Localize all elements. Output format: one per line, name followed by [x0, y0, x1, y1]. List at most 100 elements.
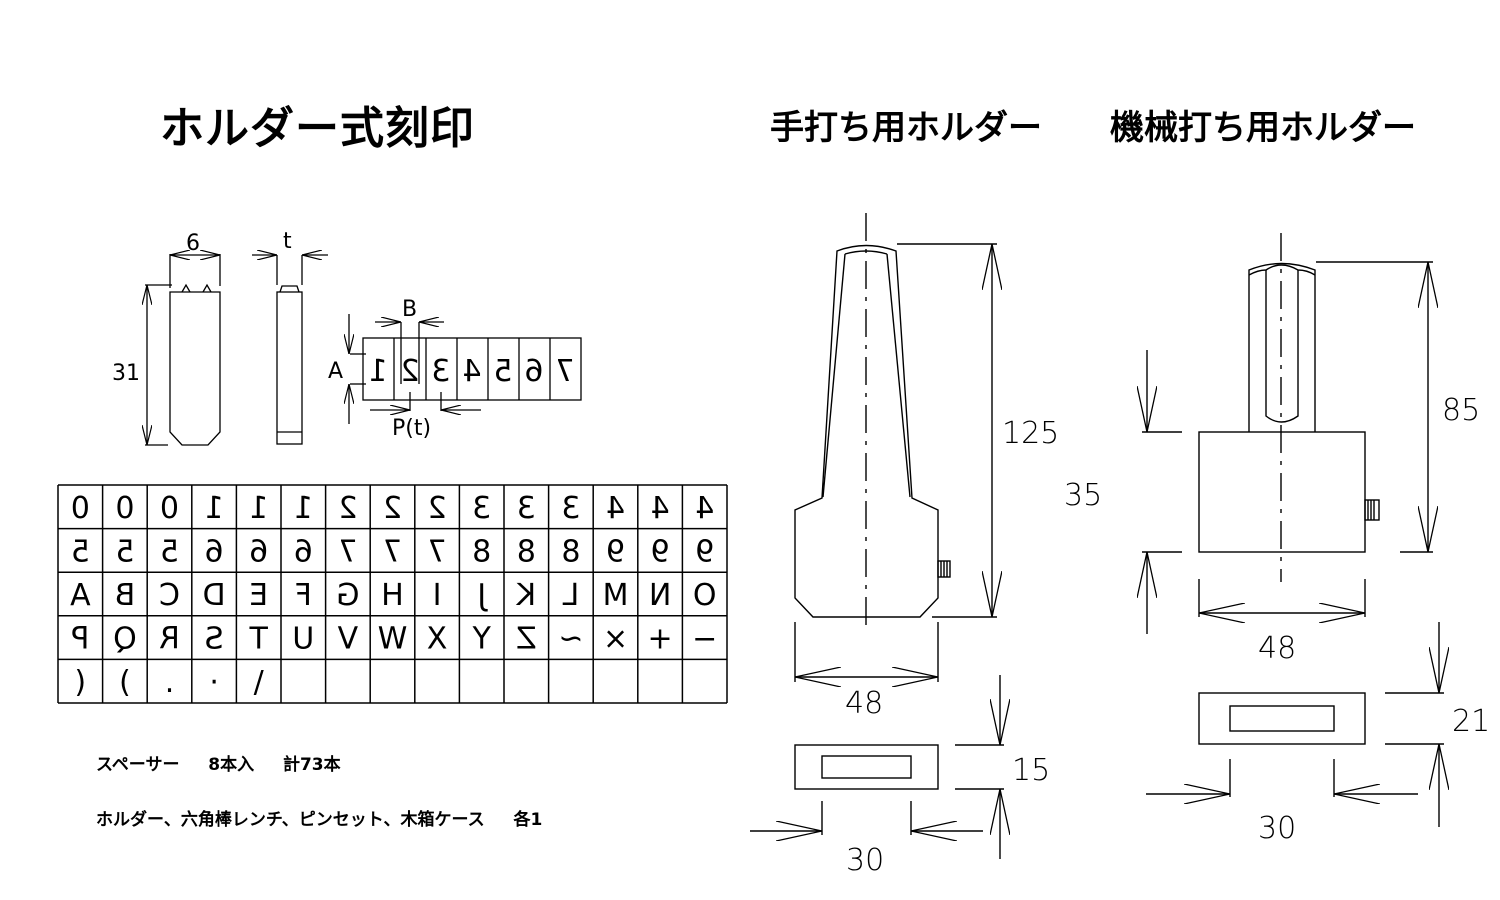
grid-character: 8 [561, 534, 580, 569]
strip-characters: 1 2 3 4 5 6 7 [368, 354, 574, 389]
grid-character: T [249, 622, 269, 657]
page-title: ホルダー式刻印 [160, 103, 475, 154]
grid-character: 8 [517, 534, 536, 569]
grid-character: 0 [71, 491, 90, 526]
hand-holder-width-label: 48 [845, 686, 883, 721]
grid-character: 7 [338, 534, 357, 569]
grid-character: Z [516, 622, 537, 657]
grid-character: 0 [115, 491, 134, 526]
machine-holder-width-label: 48 [1258, 631, 1296, 666]
grid-character: B [115, 578, 136, 613]
machine-holder-bottom-view [1146, 622, 1444, 827]
strip-char: 6 [524, 354, 543, 389]
accessories-note: ホルダー、六角棒レンチ、ピンセット、木箱ケース 各1 [96, 810, 543, 830]
grid-character: G [336, 578, 359, 613]
grid-character: 3 [472, 491, 491, 526]
grid-character: ( [74, 665, 86, 700]
grid-character: F [295, 578, 312, 613]
grid-character: Q [113, 622, 137, 657]
grid-character: R [159, 622, 180, 657]
grid-character: V [337, 622, 358, 657]
machine-holder-slot-label: 30 [1258, 811, 1296, 846]
machine-holder-front-view [1142, 233, 1433, 634]
stamp-height-label: 31 [112, 361, 140, 386]
grid-character: 9 [651, 534, 670, 569]
strip-char: 2 [400, 354, 419, 389]
stamp-front-view [145, 254, 221, 446]
grid-character: 6 [249, 534, 268, 569]
machine-holder-total-height-label: 85 [1442, 393, 1480, 428]
char-width-label: B [402, 297, 417, 322]
machine-holder-title: 機械打ち用ホルダー [1110, 108, 1416, 148]
grid-character: 1 [205, 491, 224, 526]
grid-character: 4 [651, 491, 670, 526]
strip-char: 7 [555, 354, 574, 389]
grid-character: ~ [558, 622, 583, 657]
grid-character: U [292, 622, 314, 657]
grid-character: 9 [606, 534, 625, 569]
grid-character: I [433, 578, 442, 613]
grid-character: 2 [338, 491, 357, 526]
grid-character: E [249, 578, 268, 613]
grid-character: O [693, 578, 717, 613]
hand-holder-slot-label: 30 [846, 843, 884, 878]
grid-character: 6 [294, 534, 313, 569]
grid-character: · [209, 665, 219, 700]
grid-character: D [203, 578, 226, 613]
hand-holder-height-label: 125 [1002, 416, 1059, 451]
grid-character: 2 [383, 491, 402, 526]
grid-character: − [692, 622, 717, 657]
machine-holder-depth-label: 21 [1452, 704, 1490, 739]
grid-character: H [381, 578, 404, 613]
grid-character: 1 [249, 491, 268, 526]
stamp-width-label: 6 [186, 231, 200, 256]
spacer-note: スペーサー 8本入 計73本 [96, 755, 341, 775]
grid-character: P [71, 622, 89, 657]
grid-character: 2 [428, 491, 447, 526]
hand-holder-depth-label: 15 [1012, 753, 1050, 788]
grid-character: × [603, 622, 628, 657]
grid-character: 9 [695, 534, 714, 569]
grid-character: + [648, 622, 673, 657]
grid-character: K [515, 578, 536, 613]
grid-character: 4 [695, 491, 714, 526]
strip-char: 1 [368, 354, 387, 389]
grid-character: 7 [428, 534, 447, 569]
grid-character: N [649, 578, 671, 613]
grid-character: X [427, 622, 448, 657]
strip-char: 5 [493, 354, 512, 389]
grid-character: 3 [517, 491, 536, 526]
grid-character: 1 [294, 491, 313, 526]
stamp-strip [349, 314, 582, 424]
char-height-label: A [328, 359, 343, 384]
grid-character: 5 [115, 534, 134, 569]
grid-character: ) [119, 665, 131, 700]
grid-character: 5 [71, 534, 90, 569]
grid-character: C [159, 578, 180, 613]
grid-character: W [378, 622, 408, 657]
hand-holder-bottom-view [750, 675, 1004, 859]
machine-holder-body-height-label: 35 [1064, 478, 1102, 513]
pitch-label: P(t) [392, 416, 431, 441]
grid-character: 3 [561, 491, 580, 526]
grid-character: L [562, 578, 579, 613]
grid-character: Y [472, 622, 492, 657]
grid-character: 0 [160, 491, 179, 526]
grid-character: 8 [472, 534, 491, 569]
grid-character: 7 [383, 534, 402, 569]
grid-character: J [477, 578, 488, 613]
grid-character: S [205, 622, 224, 657]
grid-character: 5 [160, 534, 179, 569]
grid-character: 4 [606, 491, 625, 526]
strip-char: 3 [431, 354, 450, 389]
grid-character: A [70, 578, 91, 613]
hand-holder-front-view [794, 213, 997, 682]
stamp-side-view [252, 255, 328, 445]
grid-character: \ [253, 665, 264, 700]
grid-character: 6 [205, 534, 224, 569]
hand-holder-title: 手打ち用ホルダー [770, 108, 1042, 148]
grid-character: M [603, 578, 629, 613]
strip-char: 4 [462, 354, 481, 389]
